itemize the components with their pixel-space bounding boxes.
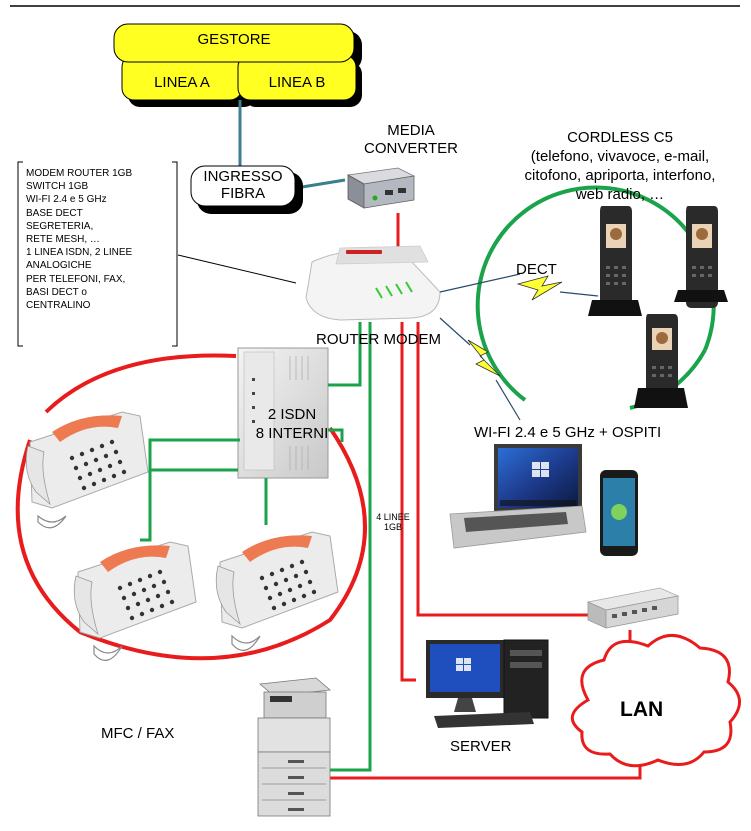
provider-block <box>113 23 362 107</box>
lines-line2: 1GB <box>383 522 402 532</box>
line-a-label: LINEA A <box>154 74 210 91</box>
pbx-phones-ellipse <box>15 353 367 661</box>
cordless-desc-line: citofono, apriporta, interfono, <box>524 167 716 184</box>
feature-line: PER TELEFONI, FAX, <box>26 273 126 285</box>
feature-line: SWITCH 1GB <box>26 181 89 193</box>
router-label: ROUTER MODEM <box>316 331 441 348</box>
lines-line1: 4 LINEE <box>376 512 410 522</box>
cordless-title: CORDLESS C5 <box>567 129 673 146</box>
media-converter-icon <box>346 167 416 209</box>
dect-link <box>439 273 599 301</box>
cordless-desc-line: (telefono, vivavoce, e-mail, <box>530 148 710 165</box>
lan-label: LAN <box>620 698 664 721</box>
feature-line: ANALOGICHE <box>26 260 92 272</box>
fiber-line <box>238 100 346 190</box>
feature-line: BASI DECT o <box>26 286 87 298</box>
fiber-ingress-block <box>190 165 303 214</box>
feature-line: 1 LINEA ISDN, 2 LINEE <box>26 247 133 259</box>
phone-handset-icon <box>25 411 339 661</box>
cloud-icon <box>571 634 741 768</box>
switch-icon <box>586 587 680 629</box>
features-bracket <box>17 161 178 347</box>
media-converter-label: MEDIA CONVERTER <box>356 122 466 158</box>
cordless-desc-line: web radio, … <box>575 186 665 203</box>
feature-line: SEGRETERIA, <box>26 220 94 232</box>
features-pointer <box>177 254 297 284</box>
server-icon <box>426 639 549 728</box>
feature-line: RETE MESH, … <box>26 234 100 246</box>
pbx-icon <box>237 347 329 479</box>
cordless-phone-icon <box>588 206 728 408</box>
laptop-icon <box>449 444 587 549</box>
pbx-line1: 2 ISDN <box>267 406 317 423</box>
feature-line: BASE DECT <box>26 207 83 219</box>
smartphone-icon <box>600 470 638 556</box>
green-links <box>140 322 372 772</box>
fiber-ingress-line2: FIBRA <box>220 185 266 202</box>
pbx-line2: 8 INTERNI <box>255 425 329 442</box>
dect-label: DECT <box>516 261 557 278</box>
feature-line: CENTRALINO <box>26 300 91 312</box>
router-features-list: MODEM ROUTER 1GB SWITCH 1GB WI-FI 2.4 e … <box>26 167 132 312</box>
fiber-ingress-line1: INGRESSO <box>203 168 283 185</box>
wifi-link <box>439 317 521 421</box>
server-label: SERVER <box>450 738 512 755</box>
mfc-label: MFC / FAX <box>101 725 175 742</box>
media-converter-line1: MEDIA <box>387 122 435 139</box>
line-b-label: LINEA B <box>268 74 326 91</box>
feature-line: MODEM ROUTER 1GB <box>26 168 133 179</box>
router-icon <box>305 245 441 321</box>
lines-label: 4 LINEE 1GB <box>370 512 416 532</box>
fiber-ingress-label: INGRESSO FIBRA <box>191 168 295 202</box>
wifi-label: WI-FI 2.4 e 5 GHz + OSPITI <box>474 424 662 441</box>
provider-title: GESTORE <box>197 31 271 48</box>
cordless-label: CORDLESS C5 (telefono, vivavoce, e-mail,… <box>510 128 730 204</box>
media-converter-line2: CONVERTER <box>364 140 458 157</box>
printer-icon <box>257 677 331 817</box>
pbx-label: 2 ISDN 8 INTERNI <box>244 405 340 443</box>
feature-line: WI-FI 2.4 e 5 GHz <box>26 194 107 206</box>
